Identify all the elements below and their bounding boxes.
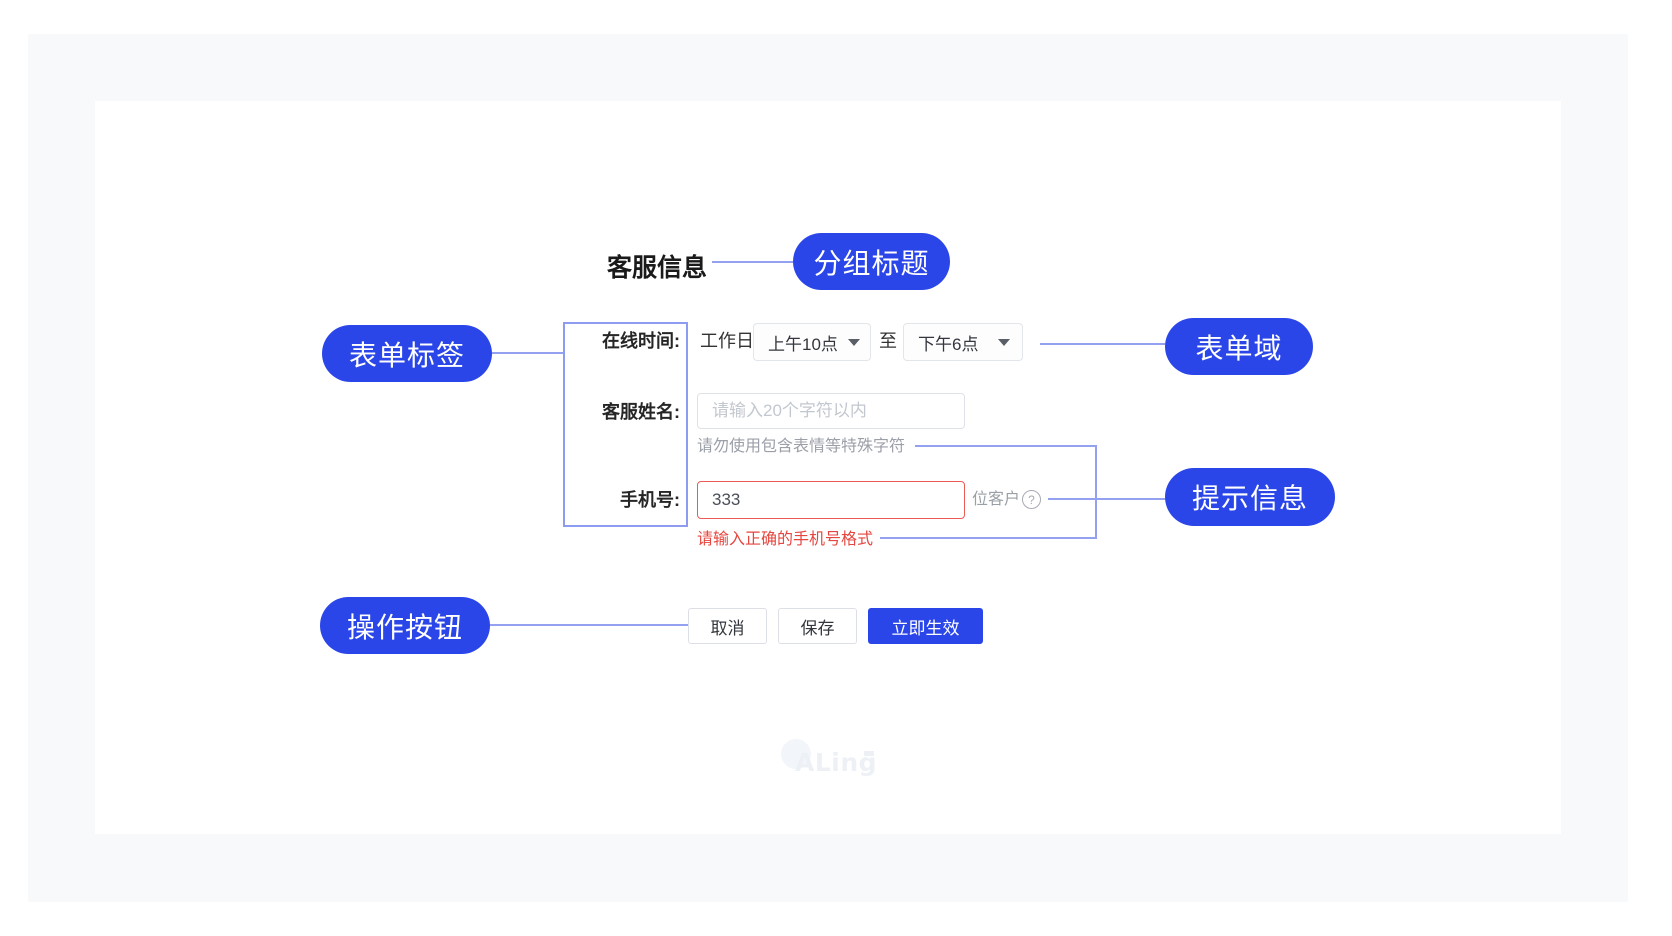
connector-line-group-title [712, 261, 793, 263]
chevron-down-icon [847, 338, 860, 346]
cancel-button[interactable]: 取消 [688, 608, 767, 644]
save-button[interactable]: 保存 [778, 608, 857, 644]
bracket-vertical-line [1095, 445, 1097, 539]
end-time-select[interactable]: 下午6点 [903, 323, 1023, 361]
phone-suffix: 位客户 [972, 491, 1021, 508]
callout-tip-info: 提示信息 [1165, 468, 1335, 526]
time-separator: 至 [879, 331, 897, 351]
connector-line-form-label [492, 352, 563, 354]
service-name-hint: 请勿使用包含表情等特殊字符 [697, 438, 906, 455]
online-time-prefix: 工作日 [700, 331, 754, 351]
phone-error-message: 请输入正确的手机号格式 [697, 531, 874, 548]
connector-line-form-field [1040, 343, 1165, 345]
service-name-label: 客服姓名: [602, 402, 680, 422]
phone-input[interactable] [697, 481, 965, 519]
bracket-top-line [915, 445, 1097, 447]
label-column-outline [563, 322, 688, 527]
online-time-label: 在线时间: [602, 331, 680, 351]
bracket-bottom-line [880, 537, 1097, 539]
chevron-down-icon [998, 338, 1010, 346]
apply-button[interactable]: 立即生效 [868, 608, 983, 644]
help-icon-glyph: ? [1028, 492, 1035, 507]
watermark-tick [864, 751, 874, 756]
form-card [95, 101, 1561, 834]
callout-form-field: 表单域 [1165, 318, 1313, 375]
callout-action-buttons: 操作按钮 [320, 597, 490, 654]
callout-group-title: 分组标题 [793, 233, 950, 290]
phone-label: 手机号: [620, 490, 680, 510]
form-group-title: 客服信息 [607, 254, 708, 282]
start-time-select[interactable]: 上午10点 [753, 323, 871, 361]
connector-line-action-buttons [490, 624, 688, 626]
callout-form-label: 表单标签 [322, 325, 492, 382]
watermark-logo: ALing [795, 748, 878, 777]
watermark-circle [781, 739, 811, 769]
help-icon[interactable]: ? [1022, 490, 1041, 509]
connector-line-tip-info [1048, 498, 1165, 500]
start-time-value: 上午10点 [768, 334, 838, 354]
service-name-input[interactable] [697, 393, 965, 429]
end-time-value: 下午6点 [918, 334, 979, 354]
